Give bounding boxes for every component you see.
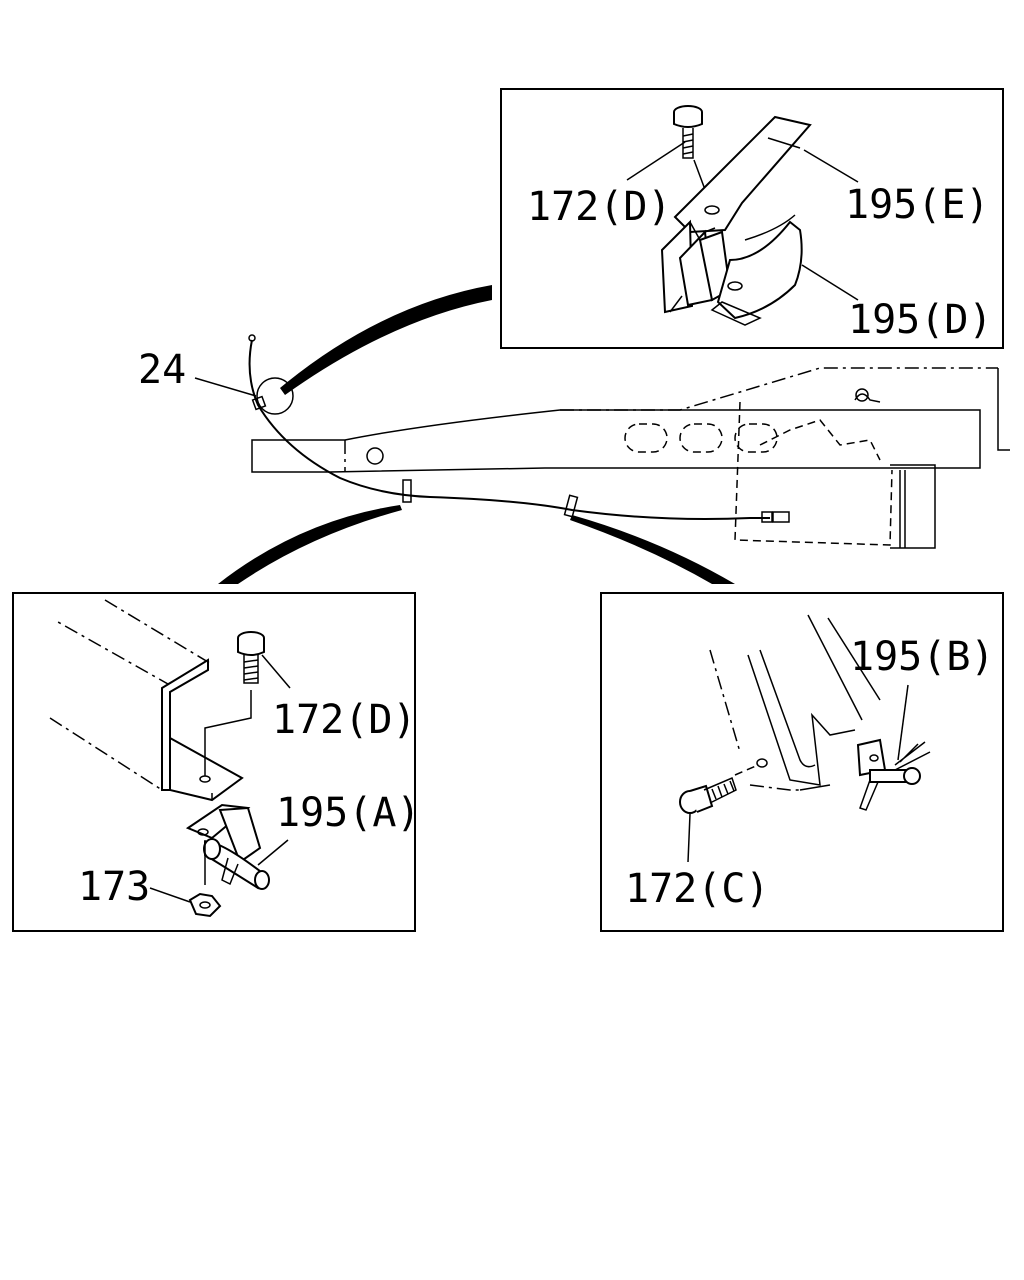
clip-24-detail-circle <box>256 377 294 415</box>
clip-195b <box>856 738 931 811</box>
callout-24: 24 <box>138 347 186 393</box>
leader-arc-left <box>218 505 402 584</box>
callout-24-leader <box>194 377 257 397</box>
callout-195a-leader <box>257 839 289 866</box>
callout-173: 173 <box>78 864 150 910</box>
frame-rail <box>251 367 1010 473</box>
callout-195b: 195(B) <box>850 634 995 680</box>
leader-arc-top <box>280 285 492 395</box>
clip-195a <box>185 803 270 890</box>
inset-top: 172(D) 195(E) 195(D) <box>500 88 1004 349</box>
callout-195d: 195(D) <box>848 297 993 343</box>
leader-arc-right <box>570 515 735 584</box>
callout-172d-left: 172(D) <box>272 697 417 743</box>
callout-195e: 195(E) <box>845 182 990 228</box>
fuel-tank-outline <box>734 388 936 549</box>
callout-195b-leader <box>897 684 909 761</box>
frame-channel-left <box>49 599 244 802</box>
callout-172d-left-leader <box>261 654 291 689</box>
callout-195e-leader <box>803 149 859 183</box>
callout-172c-leader <box>687 813 691 863</box>
clamp-195d <box>710 214 803 326</box>
callout-195a: 195(A) <box>276 790 421 836</box>
inset-left: 172(D) 195(A) 173 <box>12 592 421 932</box>
inset-right: 195(B) 172(C) <box>600 592 1004 932</box>
bracket-195e <box>660 115 812 314</box>
bolt-172d-left <box>204 631 265 776</box>
frame-edge-right <box>709 614 881 791</box>
bolt-172c <box>679 776 737 814</box>
callout-195d-leader <box>801 264 859 301</box>
callout-172d-top: 172(D) <box>527 184 672 230</box>
bolt-172d-top <box>673 105 711 204</box>
nut-173 <box>188 892 222 918</box>
callout-172d-top-leader <box>626 141 686 181</box>
callout-172c: 172(C) <box>625 866 770 912</box>
callout-173-leader <box>149 887 191 903</box>
main-assembly-view: 24 <box>138 285 1010 584</box>
